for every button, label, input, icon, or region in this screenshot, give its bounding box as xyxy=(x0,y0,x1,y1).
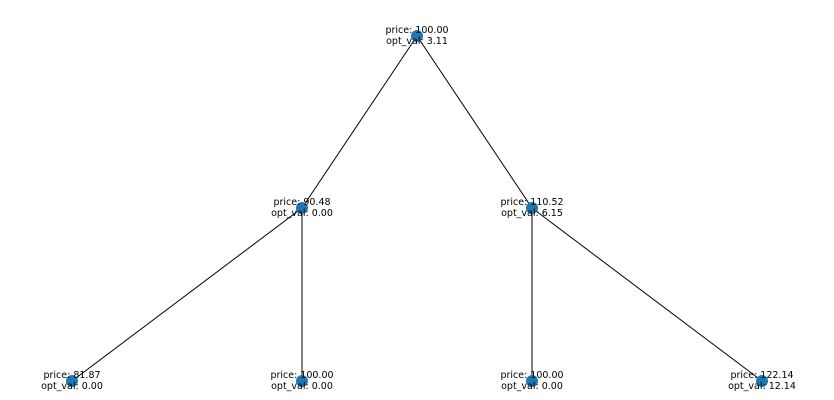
node-price-label: price: 81.87 xyxy=(43,370,100,381)
tree-node-down-mid xyxy=(296,375,308,387)
node-price-label: price: 100.00 xyxy=(500,370,563,381)
edge-root-to-down xyxy=(301,35,418,209)
node-price-label: price: 110.52 xyxy=(500,197,563,208)
node-price-label: price: 100.00 xyxy=(270,370,333,381)
node-opt-val-label: opt_val: 0.00 xyxy=(271,208,333,219)
node-price-label: price: 122.14 xyxy=(730,370,793,381)
edge-down-to-down-down xyxy=(71,207,303,382)
nodes-layer xyxy=(66,30,768,387)
edge-up-to-up-up xyxy=(531,207,763,382)
tree-node-up-mid xyxy=(526,375,538,387)
node-opt-val-label: opt_val: 3.11 xyxy=(386,36,448,47)
edge-root-to-up xyxy=(416,35,533,209)
edges-layer xyxy=(71,35,763,382)
node-price-label: price: 90.48 xyxy=(273,197,330,208)
tree-node-down-down xyxy=(66,375,78,387)
node-opt-val-label: opt_val: 6.15 xyxy=(501,208,563,219)
tree-node-up-up xyxy=(756,375,768,387)
node-opt-val-label: opt_val: 0.00 xyxy=(41,381,103,392)
node-opt-val-label: opt_val: 0.00 xyxy=(501,381,563,392)
node-price-label: price: 100.00 xyxy=(385,25,448,36)
node-opt-val-label: opt_val: 0.00 xyxy=(271,381,333,392)
tree-node-up xyxy=(526,202,538,214)
tree-node-down xyxy=(296,202,308,214)
tree-node-root xyxy=(411,30,423,42)
node-opt-val-label: opt_val: 12.14 xyxy=(728,381,796,392)
